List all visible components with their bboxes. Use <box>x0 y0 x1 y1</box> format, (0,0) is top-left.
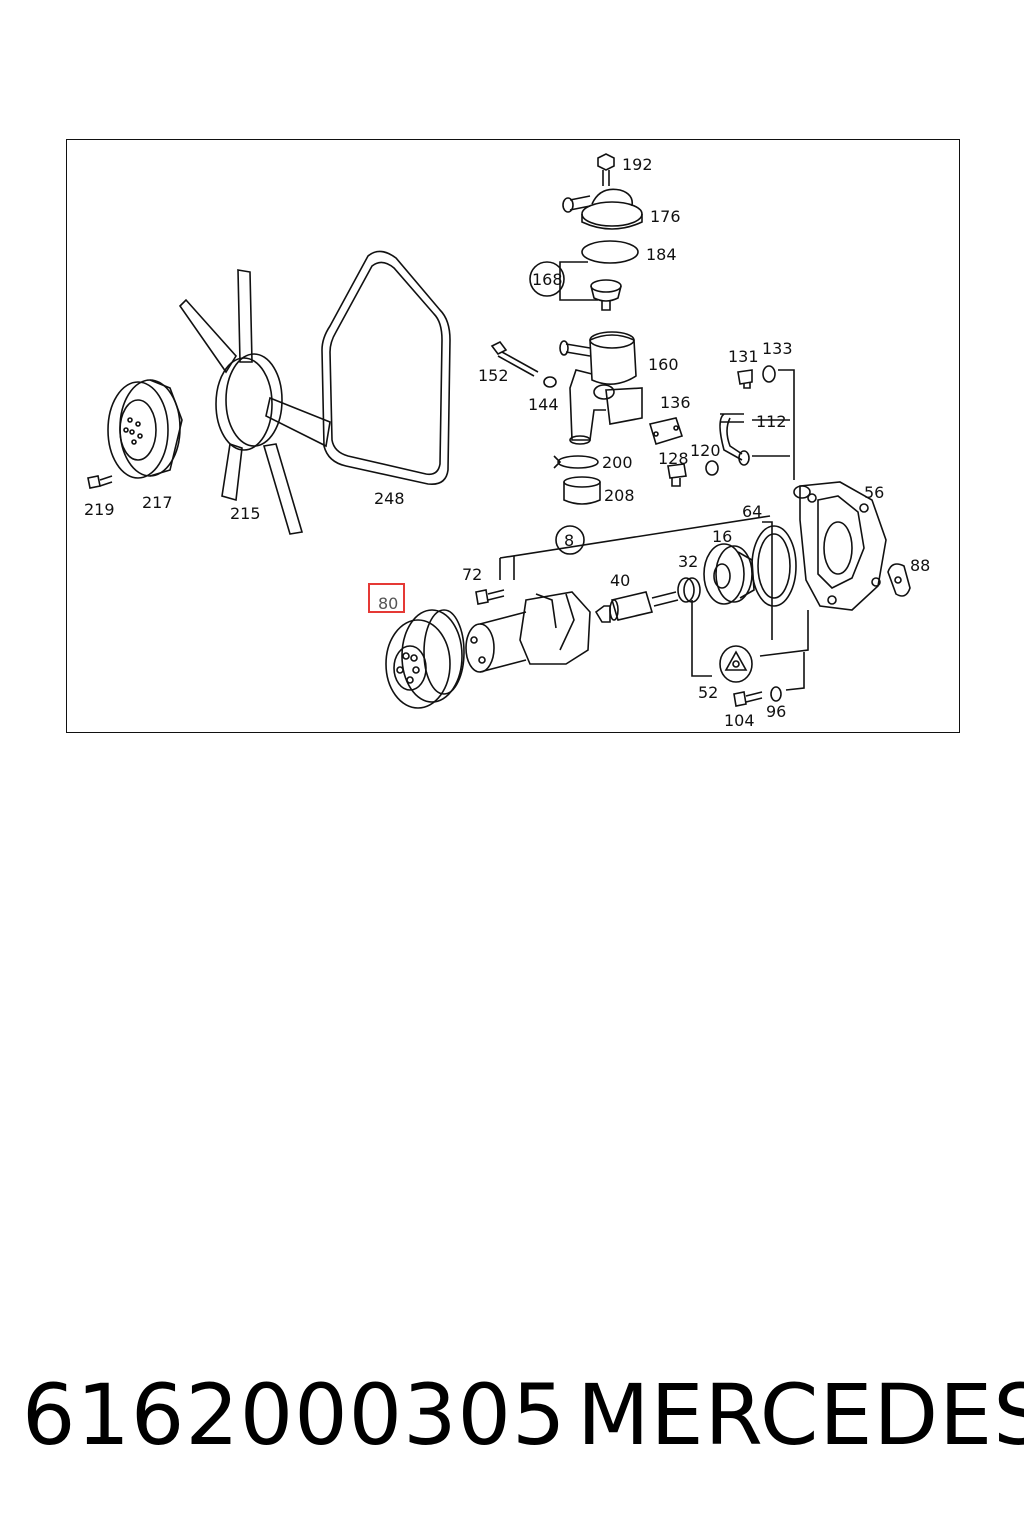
callout-144: 144 <box>528 395 559 414</box>
thermostat-168-drawing <box>559 261 622 311</box>
gasket-64-drawing <box>751 525 797 607</box>
callout-200: 200 <box>602 453 633 472</box>
callout-112: 112 <box>756 412 787 431</box>
bolt-192-drawing <box>597 153 615 186</box>
bracket-line-52a <box>691 600 712 677</box>
exploded-parts-diagram: 192 176 184 168 160 152 144 136 131 133 … <box>84 153 930 730</box>
callout-40: 40 <box>610 571 630 590</box>
water-pump-housing-8-drawing <box>465 591 591 673</box>
callout-72: 72 <box>462 565 482 584</box>
brand-name: MERCEDES <box>577 1366 1024 1464</box>
callout-32: 32 <box>678 552 698 571</box>
washer-96-drawing <box>770 686 782 702</box>
bracket-line-56a <box>778 369 795 480</box>
hub-52-drawing <box>719 645 753 683</box>
callout-120: 120 <box>690 441 721 460</box>
callout-152: 152 <box>478 366 509 385</box>
impeller-16-drawing <box>703 543 755 605</box>
callout-176: 176 <box>650 207 681 226</box>
highlight-box-80 <box>368 583 405 613</box>
callout-16: 16 <box>712 527 732 546</box>
washer-133-drawing <box>762 365 776 383</box>
pulley-80-drawing <box>385 609 465 709</box>
callout-160: 160 <box>648 355 679 374</box>
callout-104: 104 <box>724 711 755 730</box>
callout-64: 64 <box>742 502 762 521</box>
callout-56: 56 <box>864 483 884 502</box>
callout-184: 184 <box>646 245 677 264</box>
callout-248: 248 <box>374 489 405 508</box>
bolt-219-drawing <box>87 475 113 489</box>
timing-housing-56-drawing <box>793 481 887 611</box>
callout-168: 168 <box>532 270 563 289</box>
seal-32-drawing <box>677 577 701 603</box>
callout-136: 136 <box>660 393 691 412</box>
part-number: 6162000305 <box>22 1366 567 1464</box>
bracket-line-64 <box>762 521 773 640</box>
part-info-footer: 6162000305 MERCEDES <box>22 1366 1024 1476</box>
callout-219: 219 <box>84 500 115 519</box>
bracket-line-8b <box>499 556 515 580</box>
callout-192: 192 <box>622 155 653 174</box>
bracket-line-96 <box>785 652 805 691</box>
plug-131-drawing <box>737 369 753 389</box>
callout-215: 215 <box>230 504 261 523</box>
washer-144-drawing <box>543 376 557 388</box>
shaft-bearing-40-drawing <box>594 591 679 623</box>
callout-80: 80 <box>378 594 398 613</box>
callout-208: 208 <box>604 486 635 505</box>
clamp-200-drawing <box>553 455 599 469</box>
thermostat-housing-160-drawing <box>559 331 643 445</box>
hose-208-drawing <box>563 476 601 505</box>
pipe-112-drawing <box>719 413 790 466</box>
gasket-136-drawing <box>648 417 684 446</box>
callout-128: 128 <box>658 449 689 468</box>
washer-120-drawing <box>705 460 719 476</box>
long-bolt-152-drawing <box>490 340 539 377</box>
callout-labels: 192 176 184 168 160 152 144 136 131 133 … <box>84 155 930 730</box>
callout-96: 96 <box>766 702 786 721</box>
parts-diagram-frame <box>66 139 960 733</box>
callout-131: 131 <box>728 347 759 366</box>
callout-bubble-8 <box>555 525 585 555</box>
callout-8: 8 <box>564 531 574 550</box>
gasket-88-drawing <box>887 563 911 597</box>
callout-88: 88 <box>910 556 930 575</box>
callout-52: 52 <box>698 683 718 702</box>
bolt-104-drawing <box>733 691 763 707</box>
bracket-line-52b <box>759 610 809 657</box>
callout-133: 133 <box>762 339 793 358</box>
bracket-line-8a <box>499 515 771 559</box>
belt-248-drawing <box>321 250 451 486</box>
callout-bubble-168 <box>529 261 565 297</box>
fan-215-drawing <box>178 269 331 535</box>
fan-clutch-217-drawing <box>107 379 183 479</box>
seal-ring-184-drawing <box>581 240 639 264</box>
callout-217: 217 <box>142 493 173 512</box>
bolt-72-drawing <box>475 589 505 605</box>
plug-128-drawing <box>667 463 687 487</box>
thermostat-cover-176-drawing <box>562 188 643 230</box>
